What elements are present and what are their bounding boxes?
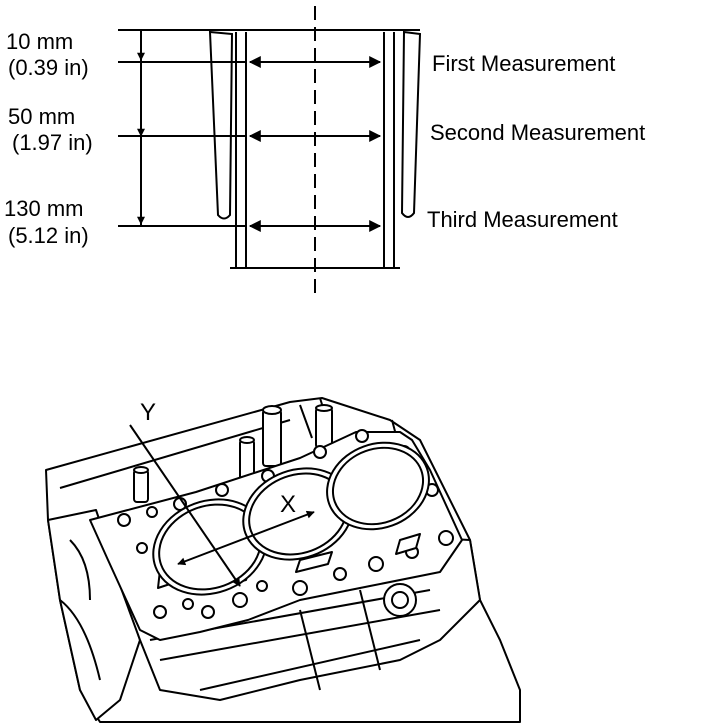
depth-mm-second: 50 mm: [8, 104, 75, 129]
depth-in-third: (5.12 in): [8, 223, 89, 248]
cylinder-section-view: [118, 6, 422, 296]
axis-x-label: X: [280, 491, 296, 518]
cylinder-wall-right: [400, 30, 422, 218]
depth-labels: 10 mm (0.39 in) 50 mm (1.97 in) 130 mm (…: [4, 29, 93, 248]
depth-mm-first: 10 mm: [6, 29, 73, 54]
axis-y-label: Y: [140, 399, 156, 426]
bore-axes: [129, 424, 315, 587]
block-rear-detail: [59, 397, 401, 489]
measurement-labels: First Measurement Second Measurement Thi…: [427, 51, 645, 232]
depth-mm-third: 130 mm: [4, 196, 83, 221]
block-front-lower-detail: [149, 589, 441, 691]
label-third-measurement: Third Measurement: [427, 207, 618, 232]
head-studs: [133, 404, 333, 503]
label-first-measurement: First Measurement: [432, 51, 615, 76]
axis-x-line: [177, 510, 315, 566]
cylinder-bore-3-inner: [331, 446, 425, 526]
depth-in-second: (1.97 in): [12, 130, 93, 155]
side-bolt-boss: [383, 583, 417, 617]
label-second-measurement: Second Measurement: [430, 120, 645, 145]
block-left-rib: [59, 539, 101, 681]
depth-in-first: (0.39 in): [8, 55, 89, 80]
engine-block-illustration: [45, 397, 521, 723]
cylinder-wall-left: [208, 30, 234, 220]
